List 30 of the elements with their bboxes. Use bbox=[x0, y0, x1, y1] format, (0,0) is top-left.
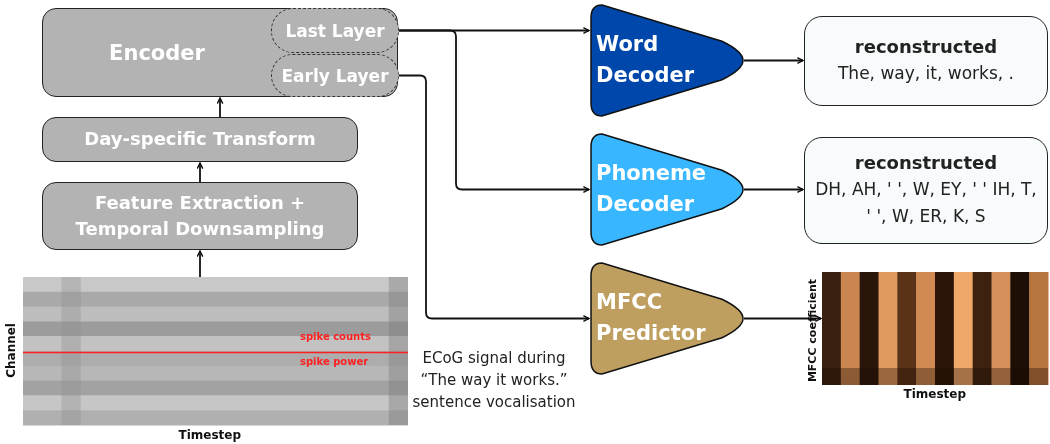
output-heading: reconstructed bbox=[854, 152, 998, 174]
layer-pill: Last Layer bbox=[271, 8, 399, 53]
decoder-label: Phoneme Decoder bbox=[596, 159, 706, 219]
layer-pill: Early Layer bbox=[271, 54, 399, 97]
arrow bbox=[216, 97, 224, 118]
axis-label: Timestep bbox=[178, 428, 242, 442]
arrow bbox=[743, 315, 822, 322]
axis-label: Timestep bbox=[903, 387, 967, 401]
process-box: Day-specific Transform bbox=[42, 117, 358, 162]
arrow bbox=[398, 29, 590, 193]
arrow bbox=[196, 162, 204, 183]
axis-label: Channel bbox=[4, 322, 18, 378]
box-title: Encoder bbox=[108, 39, 206, 67]
line-label: spike counts bbox=[300, 331, 371, 342]
output-heading: reconstructed bbox=[854, 35, 998, 57]
arrow bbox=[743, 57, 804, 64]
output-text: The, way, it, works, . bbox=[837, 61, 1015, 85]
output-box bbox=[804, 137, 1048, 244]
line-label: spike power bbox=[300, 356, 369, 367]
process-box: Feature Extraction + Temporal Downsampling bbox=[42, 182, 358, 250]
output-box bbox=[804, 16, 1048, 106]
decoder-label: Word Decoder bbox=[596, 30, 696, 90]
encoder-box bbox=[42, 8, 398, 97]
axis-label: MFCC coefficient bbox=[805, 278, 819, 382]
arrow bbox=[196, 250, 204, 278]
arrow bbox=[743, 186, 804, 193]
arrow bbox=[398, 74, 590, 322]
picture-caption: ECoG signal during “The way it works.” sentence vocalisation bbox=[411, 348, 577, 413]
decoder-label: MFCC Predictor bbox=[596, 288, 706, 348]
output-text: DH, AH, ' ', W, EY, ' ' IH, T, ' ', W, ER, K, S bbox=[814, 178, 1038, 228]
